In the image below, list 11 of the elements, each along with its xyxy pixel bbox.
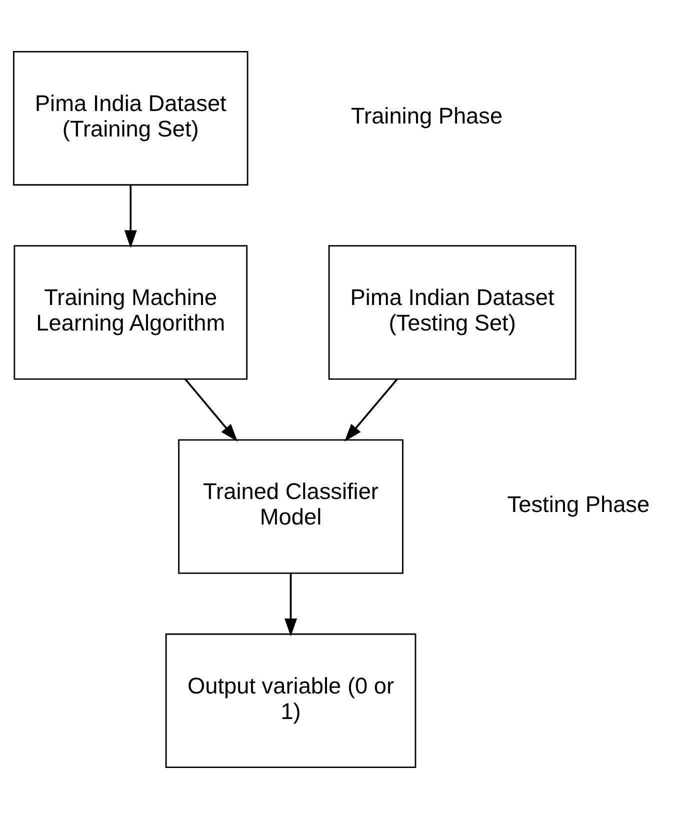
- arrow: [184, 378, 238, 442]
- label: Testing Phase: [507, 490, 650, 516]
- node-box: Pima India Dataset (Training Set): [13, 50, 248, 186]
- node-box: Pima Indian Dataset (Testing Set): [328, 244, 576, 380]
- arrow: [124, 184, 137, 248]
- node-box: Training Machine Learning Algorithm: [14, 244, 248, 380]
- node-box: Output variable (0 or 1): [165, 632, 416, 768]
- arrow: [344, 378, 398, 442]
- node-box: Trained Classifier Model: [178, 438, 404, 574]
- label: Training Phase: [351, 102, 503, 128]
- arrow: [284, 572, 298, 636]
